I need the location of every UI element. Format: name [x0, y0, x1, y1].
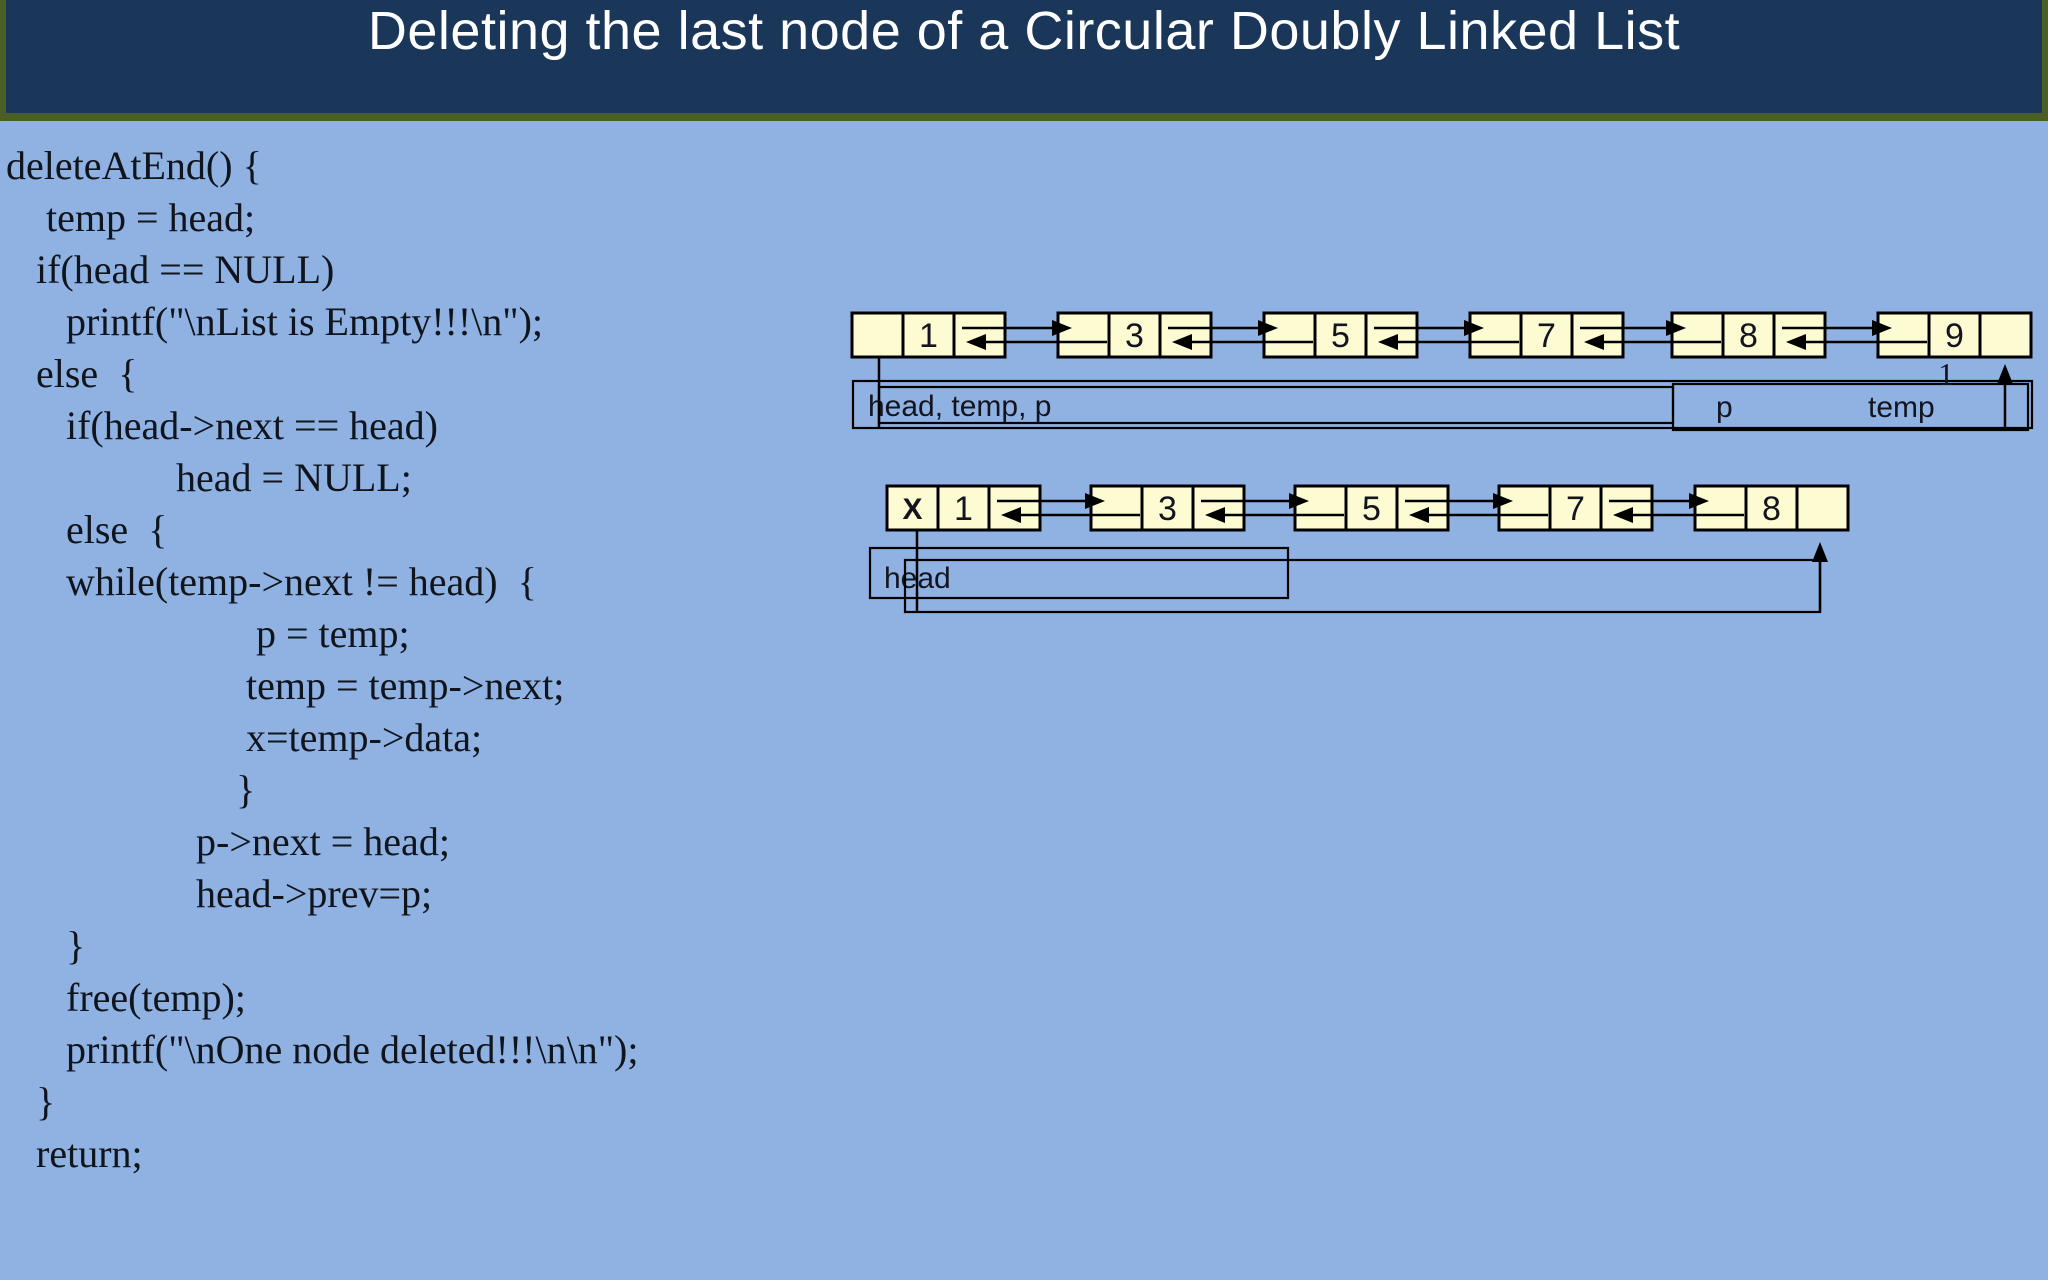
list-node-cell [1140, 484, 1195, 532]
list-node-cell [1497, 484, 1552, 532]
variables-wide-box [851, 379, 2034, 430]
node-value: 7 [1537, 317, 1556, 355]
list-node-cell [1395, 484, 1450, 532]
list-node-cell [1772, 311, 1827, 359]
p-label: p [1716, 391, 1733, 424]
list-node-cell [1293, 484, 1348, 532]
list-node-cell [1107, 311, 1162, 359]
list-node-cell [1927, 311, 1982, 359]
list-node-cell [936, 484, 991, 532]
list-node-cell [1670, 311, 1725, 359]
node-value: 3 [1158, 490, 1177, 528]
node-value: 1 [954, 490, 973, 528]
list-node-cell [1570, 311, 1625, 359]
list-node-cell [1056, 311, 1111, 359]
list-node-cell [901, 311, 956, 359]
connector-box [903, 558, 1822, 614]
list-node-cell [1876, 311, 1931, 359]
head-temp-p-label: head, temp, p [868, 390, 1051, 423]
data-note: 1 [1938, 356, 1954, 392]
list-node-cell [1599, 484, 1654, 532]
list-node-cell [1089, 484, 1144, 532]
list-node-cell [1795, 484, 1850, 532]
list-node-cell [1744, 484, 1799, 532]
list-node-cell [1693, 484, 1748, 532]
deleted-prev-marker: X [902, 493, 922, 526]
list-node-cell [952, 311, 1007, 359]
list-node-cell [987, 484, 1042, 532]
list-node-cell [850, 311, 905, 359]
node-value: 5 [1331, 317, 1350, 355]
head-label: head [884, 562, 951, 595]
list-node-cell [1191, 484, 1246, 532]
node-value: 1 [919, 317, 938, 355]
list-node-cell [885, 484, 940, 532]
list-node-cell [1344, 484, 1399, 532]
slide-title-bar: Deleting the last node of a Circular Dou… [0, 0, 2048, 121]
code-block: deleteAtEnd() { temp = head; if(head == … [6, 143, 639, 1176]
list-node-cell [1978, 311, 2033, 359]
head-box [868, 546, 1290, 600]
node-value: 7 [1566, 490, 1585, 528]
node-value: 9 [1945, 317, 1964, 355]
list-node-cell [1158, 311, 1213, 359]
list-node-cell [1519, 311, 1574, 359]
list-node-cell [1468, 311, 1523, 359]
node-value: 3 [1125, 317, 1144, 355]
list-node-cell [1721, 311, 1776, 359]
list-node-cell [1313, 311, 1368, 359]
node-value: 5 [1362, 490, 1381, 528]
list-node-cell [1548, 484, 1603, 532]
list-node-cell [1262, 311, 1317, 359]
slide-title: Deleting the last node of a Circular Dou… [367, 1, 1681, 61]
node-value: 8 [1739, 317, 1758, 355]
p-temp-box [1671, 382, 2030, 432]
node-value: 8 [1762, 490, 1781, 528]
variables-inner-box [877, 385, 1675, 425]
list-node-cell [1364, 311, 1419, 359]
temp-label: temp [1868, 391, 1935, 424]
